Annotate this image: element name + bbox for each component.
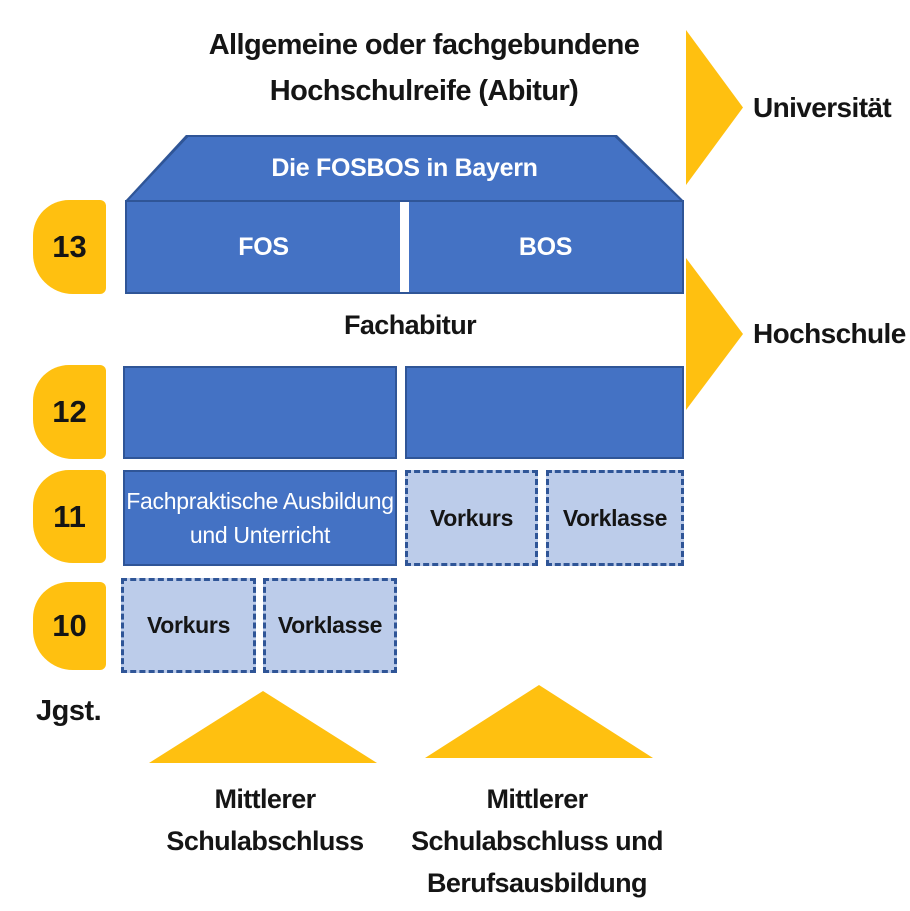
entry-right-line3: Berufsausbildung [427, 868, 648, 898]
fachpraktische-line1: Fachpraktische Ausbildung [126, 488, 394, 514]
page-title-line1: Allgemeine oder fachgebundene [208, 29, 640, 61]
entry-label-schulabschluss-berufsausbildung: Mittlerer Schulabschluss und Berufsausbi… [387, 778, 687, 904]
fos-bos-divider [400, 202, 409, 292]
fachabitur-label: Fachabitur [343, 310, 477, 340]
bos-label: BOS [518, 232, 573, 261]
entry-right-line1: Mittlerer [486, 784, 588, 814]
grade-badge-11: 11 [33, 470, 106, 563]
entry-left-line2: Schulabschluss [166, 826, 364, 856]
hochschule-label: Hochschule [753, 318, 906, 349]
grade12-bos-box [405, 366, 684, 459]
universitaet-arrow-icon [686, 30, 743, 185]
fachpraktische-line2: und Unterricht [189, 522, 331, 548]
grade11-fachpraktische-box: Fachpraktische Ausbildung und Unterricht [123, 470, 397, 566]
grade-badge-13: 13 [33, 200, 106, 294]
fosbos-roof-label: Die FOSBOS in Bayern [271, 153, 538, 182]
grade10-vorklasse-box: Vorklasse [263, 578, 397, 673]
fosbos-roof-shape: Die FOSBOS in Bayern [125, 135, 684, 201]
entry-left-line1: Mittlerer [214, 784, 316, 814]
hochschule-arrow-icon [686, 258, 743, 410]
fos-label: FOS [238, 232, 289, 261]
page-title: Allgemeine oder fachgebundene Hochschulr… [154, 22, 694, 114]
grade-badge-10: 10 [33, 582, 106, 670]
entry-triangle-left-icon [149, 691, 377, 763]
entry-triangle-right-icon [425, 685, 653, 758]
grade11-vorkurs-box: Vorkurs [405, 470, 538, 566]
jahrgangsstufe-axis-label: Jgst. [36, 695, 102, 727]
grade13-box: FOS BOS [125, 200, 684, 294]
page-title-line2: Hochschulreife (Abitur) [269, 75, 579, 107]
grade12-fos-box [123, 366, 397, 459]
universitaet-label: Universität [753, 91, 892, 123]
fosbos-roof-fill [128, 137, 681, 201]
entry-label-mittlerer-schulabschluss: Mittlerer Schulabschluss [115, 778, 415, 862]
grade11-vorklasse-box: Vorklasse [546, 470, 684, 566]
grade-badge-12: 12 [33, 365, 106, 459]
grade10-vorkurs-box: Vorkurs [121, 578, 256, 673]
entry-right-line2: Schulabschluss und [411, 826, 663, 856]
